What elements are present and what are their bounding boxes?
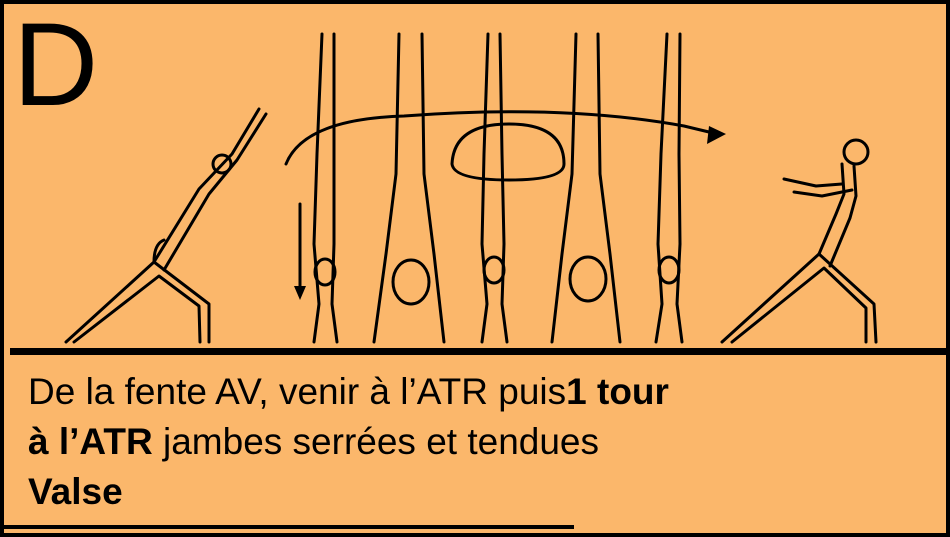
handstand-figure-icon (312, 32, 684, 344)
caption-line2-regular: jambes serrées et tendues (152, 421, 600, 462)
element-card: D (4, 4, 946, 533)
element-letter: D (13, 0, 99, 131)
caption-line1-regular: De la fente AV, venir à l’ATR puis (28, 371, 567, 412)
floor-line (10, 348, 946, 355)
bottom-divider (4, 525, 574, 529)
lunge-figure-icon (64, 107, 268, 344)
caption-line3-bold: Valse (28, 471, 123, 512)
caption-line2-bold: à l’ATR (28, 421, 153, 462)
caption-line1-bold: 1 tour (566, 371, 669, 412)
gymnastics-sequence-illustration (64, 32, 878, 344)
turn-arrow-icon (284, 110, 711, 296)
element-description: De la fente AV, venir à l’ATR puis1 tour… (28, 367, 928, 517)
lunge-arms-back-figure-icon (720, 138, 878, 344)
